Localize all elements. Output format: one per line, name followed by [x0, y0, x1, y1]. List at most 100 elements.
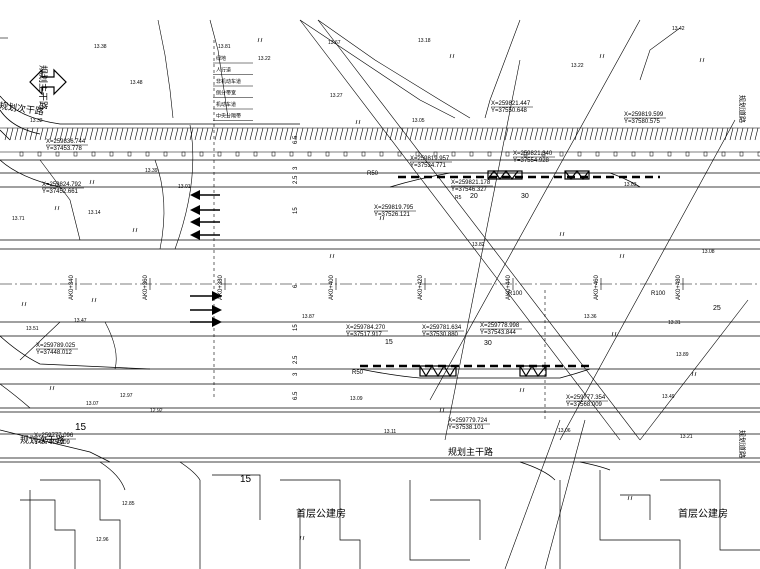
grass-symbol [21, 301, 27, 307]
kerb-hatch-line [334, 127, 339, 141]
grass-symbol [379, 215, 385, 221]
upper-left-kerb [0, 95, 300, 141]
kerb-hatch-line [369, 127, 374, 141]
coordinate-x: X=259821.340 [513, 151, 553, 157]
kerb-post [667, 151, 672, 157]
kerb-hatch-line [514, 127, 519, 141]
kerb-hatch-line [449, 127, 454, 141]
kerb-hatch-line [404, 127, 409, 141]
dim-30-top: 30 [521, 193, 529, 200]
coordinate-y: Y=37580.575 [624, 119, 661, 125]
elevation-label: 13.81 [218, 44, 231, 50]
kerb-hatch-line [734, 127, 739, 141]
station-label: AK0+480 [676, 274, 682, 300]
elevation-label: 13.36 [584, 314, 597, 320]
kerb-hatch-line [644, 127, 649, 141]
grass-symbols [21, 37, 705, 541]
station-label: AK0+400 [329, 274, 335, 300]
kerb-hatch-line [429, 127, 434, 141]
coordinate-x: X=259821.178 [451, 180, 491, 186]
kerb-hatch-line [584, 127, 589, 141]
kerb-hatch-line [29, 127, 34, 141]
kerb-hatch-line [264, 127, 269, 141]
kerb-hatch-line [694, 127, 699, 141]
kerb-post [415, 151, 420, 157]
kerb-post [739, 151, 744, 157]
kerb-hatch-line [119, 127, 124, 141]
kerb-hatch-line [134, 127, 139, 141]
legend-item: 人行道 [216, 67, 231, 74]
kerb-post [523, 151, 528, 157]
kerb-post [397, 151, 402, 157]
kerb-hatch-line [194, 127, 199, 141]
kerb-post [325, 151, 330, 157]
elevation-label: 13.87 [302, 314, 315, 320]
elevation-label: 13.89 [676, 352, 689, 358]
kerb-hatch-line [159, 127, 164, 141]
kerb-hatch-line [464, 127, 469, 141]
elevation-label: 13.11 [384, 429, 396, 435]
right-road-label-top: 规划道路 [738, 95, 747, 123]
elevation-label: 12.97 [120, 393, 133, 399]
kerb-hatch-line [204, 127, 209, 141]
grass-symbol [519, 387, 525, 393]
kerb-hatch-line [129, 127, 134, 141]
kerb-hatch-line [479, 127, 484, 141]
elevation-label: 13.38 [94, 44, 107, 50]
elevation-label: 13.14 [88, 210, 101, 216]
kerb-hatch-line [394, 127, 399, 141]
kerb-hatch-line [414, 127, 419, 141]
kerb-hatch-line [14, 127, 19, 141]
kerb-hatch-line [44, 127, 49, 141]
kerb-post [253, 151, 258, 157]
coordinate-x: X=259824.792 [42, 182, 82, 188]
kerb-hatch-line [389, 127, 394, 141]
dashed-lane-lines [360, 175, 660, 368]
kerb-hatch-line [554, 127, 559, 141]
grass-symbol [54, 205, 60, 211]
kerb-hatch-line [504, 127, 509, 141]
radius-bottom: R50 [352, 370, 364, 376]
left-branch-lines [19, 124, 194, 370]
coordinate-x: X=259781.634 [422, 325, 462, 331]
kerb-post [703, 151, 708, 157]
kerb-hatch-line [564, 127, 569, 141]
kerb-post [613, 151, 618, 157]
dim-6-5-bottom: 6.5 [293, 391, 299, 400]
kerb-hatch-line [104, 127, 109, 141]
dim-2-5-top: 2.5 [293, 175, 299, 184]
elevation-label: 13.21 [680, 434, 693, 440]
kerb-post [55, 151, 60, 157]
kerb-hatch-line [239, 127, 244, 141]
kerb-hatch-line [724, 127, 729, 141]
dim-2-5-bottom: 2.5 [293, 355, 299, 364]
vertical-guides [213, 40, 546, 420]
elevation-label: 13.22 [258, 56, 271, 62]
elevation-label: 13.06 [558, 428, 571, 434]
kerb-hatch-line [579, 127, 584, 141]
kerb-post [487, 151, 492, 157]
coordinate-y: Y=37452.661 [42, 189, 79, 195]
kerb-hatch-line [634, 127, 639, 141]
kerb-post [451, 151, 456, 157]
coordinate-y: Y=37530.880 [422, 332, 459, 338]
kerb-hatch-line [269, 127, 274, 141]
kerb-hatch-line [289, 127, 294, 141]
kerb-post [505, 151, 510, 157]
kerb-hatch-line [459, 127, 464, 141]
dim-3-top: 3 [293, 166, 299, 170]
lot-number-left2: 15 [75, 422, 87, 433]
kerb-post [361, 151, 366, 157]
kerb-hatch-line [244, 127, 249, 141]
dim-3-bottom: 3 [293, 372, 299, 376]
coordinate-y: Y=37543.844 [480, 330, 517, 336]
kerb-hatch-line [94, 127, 99, 141]
kerb-hatch-line [649, 127, 654, 141]
coordinate-annotations: X=259836.744Y=37453.778X=259824.792Y=374… [34, 101, 666, 446]
kerb-hatch-line [679, 127, 684, 141]
kerb-post [559, 151, 564, 157]
kerb-hatch-line [169, 127, 174, 141]
kerb-hatch-line [214, 127, 219, 141]
